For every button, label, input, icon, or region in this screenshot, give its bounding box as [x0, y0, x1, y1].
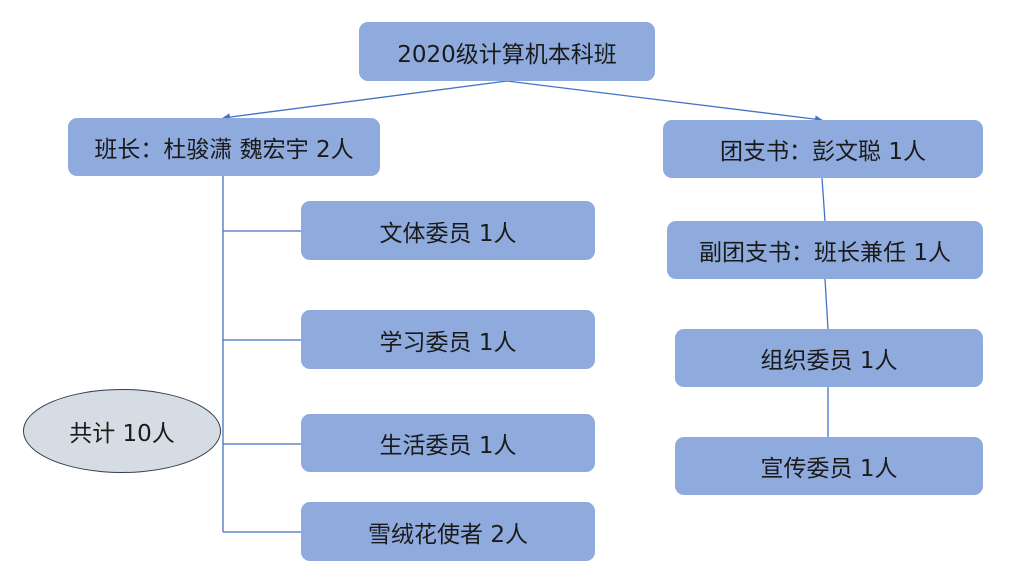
edelweiss-messenger-node: 雪绒花使者 2人	[301, 502, 595, 561]
league-secretary-node-label: 团支书：彭文聪 1人	[720, 139, 926, 165]
root-node-label: 2020级计算机本科班	[397, 41, 617, 68]
life-committee-node: 生活委员 1人	[301, 414, 595, 472]
publicity-committee-node: 宣传委员 1人	[675, 437, 983, 495]
study-committee-node: 学习委员 1人	[301, 310, 595, 369]
edelweiss-messenger-label: 雪绒花使者 2人	[368, 521, 528, 548]
total-count-ellipse: 共计 10人	[23, 389, 221, 473]
sports-committee-node: 文体委员 1人	[301, 201, 595, 260]
monitor-node: 班长：杜骏潇 魏宏宇 2人	[68, 118, 380, 176]
deputy-league-secretary-label: 副团支书：班长兼任 1人	[699, 240, 951, 266]
deputy-league-secretary-node: 副团支书：班长兼任 1人	[667, 221, 983, 279]
sports-committee-label: 文体委员 1人	[379, 220, 517, 247]
root-node: 2020级计算机本科班	[359, 22, 655, 81]
organization-committee-label: 组织委员 1人	[760, 348, 898, 374]
study-committee-label: 学习委员 1人	[379, 329, 517, 356]
monitor-node-label: 班长：杜骏潇 魏宏宇 2人	[94, 137, 354, 163]
organization-committee-node: 组织委员 1人	[675, 329, 983, 387]
arrow-root-to-league-secretary	[506, 80, 823, 124]
right-chain-line-1	[821, 177, 826, 222]
life-committee-label: 生活委员 1人	[379, 433, 517, 459]
total-count-label: 共计 10人	[69, 421, 175, 447]
publicity-committee-label: 宣传委员 1人	[760, 456, 898, 482]
league-secretary-node: 团支书：彭文聪 1人	[663, 120, 983, 178]
arrow-root-to-monitor	[222, 80, 508, 121]
right-chain-line-2	[824, 278, 829, 330]
